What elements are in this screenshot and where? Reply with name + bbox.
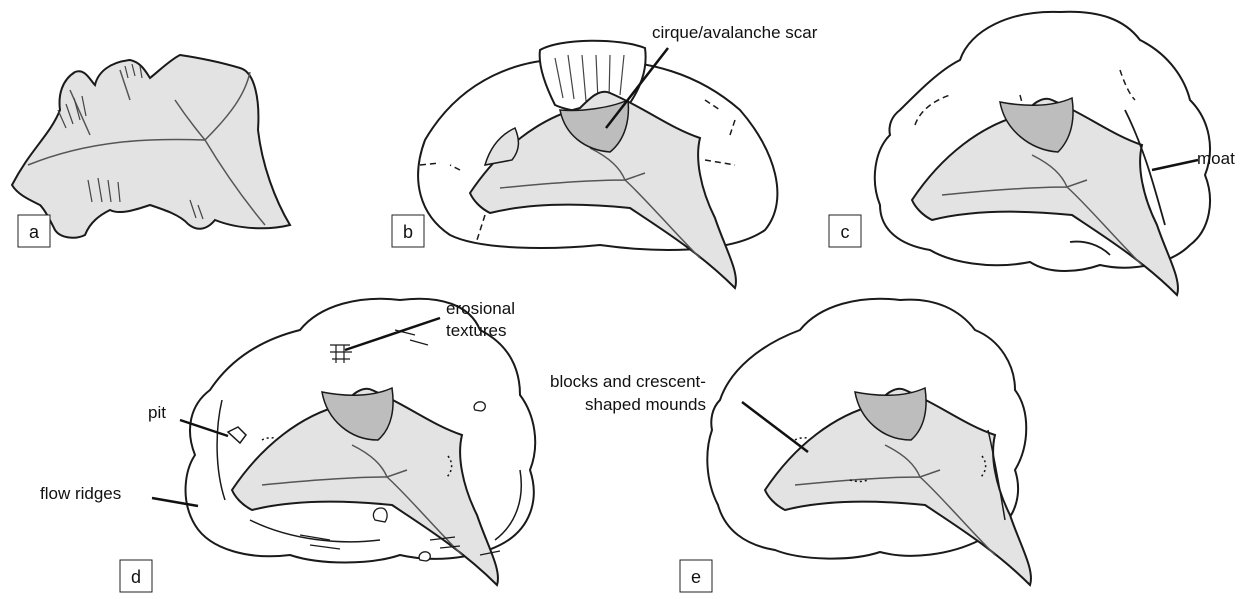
erosional-label-line1: erosional bbox=[446, 299, 515, 318]
panel-d-label: d bbox=[131, 567, 141, 587]
cirque-avalanche-scar-label: cirque/avalanche scar bbox=[652, 23, 818, 42]
panel-a-drawing bbox=[12, 55, 290, 238]
panel-c-label: c bbox=[841, 222, 850, 242]
blocks-label-line1: blocks and crescent- bbox=[550, 372, 706, 391]
panel-b-drawing bbox=[418, 41, 777, 288]
panel-c-drawing bbox=[875, 12, 1210, 295]
panel-a-label: a bbox=[29, 222, 40, 242]
pit-label: pit bbox=[148, 403, 166, 422]
panel-d-drawing bbox=[186, 299, 536, 585]
panel-e-label: e bbox=[691, 567, 701, 587]
panel-e-drawing bbox=[707, 299, 1031, 585]
blocks-label-line2: shaped mounds bbox=[585, 395, 706, 414]
moat-label: moat bbox=[1197, 149, 1235, 168]
erosional-label-line2: textures bbox=[446, 321, 506, 340]
flow-ridges-label: flow ridges bbox=[40, 484, 121, 503]
panel-b-label: b bbox=[403, 222, 413, 242]
